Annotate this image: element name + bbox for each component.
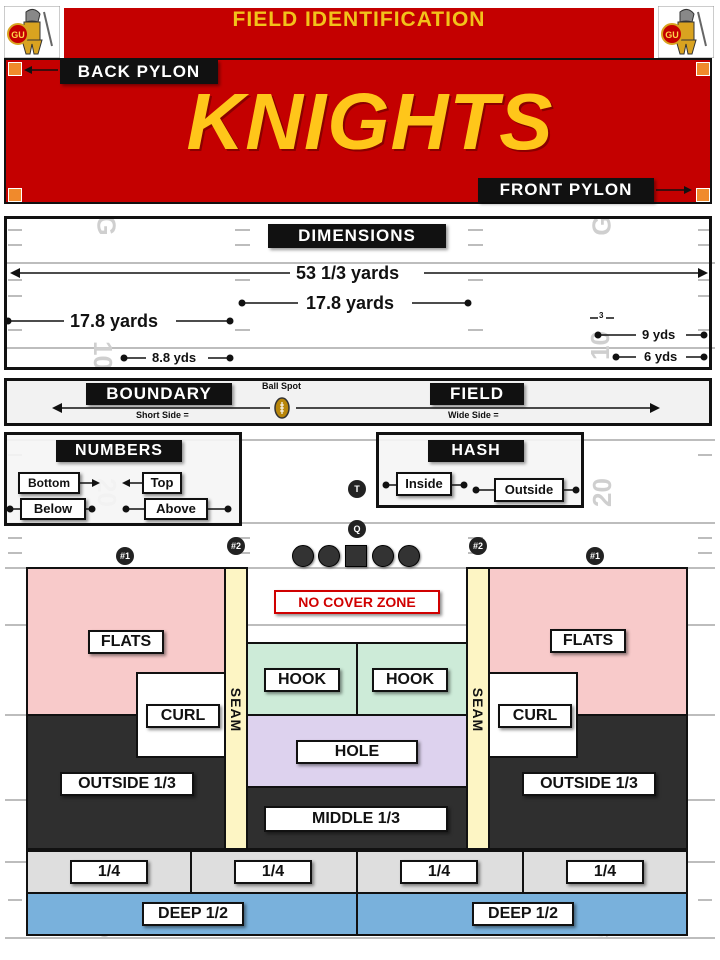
receiver-2-left: #2 — [227, 537, 245, 555]
yard-number-20-right: 20 — [586, 478, 617, 507]
pylon-front-left — [8, 188, 22, 202]
nine-yard-label: 9 yds — [642, 327, 676, 342]
numbers-top: Top — [142, 472, 182, 494]
six-yard-label: 6 yds — [644, 349, 678, 364]
dimension-lines — [4, 268, 708, 362]
boundary-label: BOUNDARY — [86, 383, 232, 405]
deep-half-left-zone — [26, 892, 358, 936]
pylon-arrows — [24, 66, 692, 194]
dimensions-title: DIMENSIONS — [268, 224, 446, 248]
hash-outside: Outside — [494, 478, 564, 502]
player-q: Q — [348, 520, 366, 538]
svg-text:GU: GU — [11, 30, 25, 40]
pylon-back-left — [8, 62, 22, 76]
curl-left-label: CURL — [146, 704, 220, 728]
quarter-label-4: 1/4 — [566, 860, 644, 884]
wide-side-label: Wide Side = — [448, 410, 499, 420]
quarter-zone-3 — [356, 850, 524, 894]
back-pylon-label: BACK PYLON — [60, 60, 218, 84]
hash-title: HASH — [428, 440, 524, 462]
knight-logo-right: GU — [658, 6, 714, 58]
hash-to-hash-label: 17.8 yards — [306, 293, 395, 313]
curl-right-label: CURL — [498, 704, 572, 728]
full-width-label: 53 1/3 yards — [296, 263, 400, 283]
dimensions-panel — [4, 216, 712, 370]
receiver-1-left: #1 — [116, 547, 134, 565]
svg-text:GU: GU — [665, 30, 679, 40]
sideline-to-hash-label: 17.8 yards — [70, 311, 159, 331]
pylon-back-right — [696, 62, 710, 76]
hook-left-label: HOOK — [264, 668, 340, 692]
middle-third-label: MIDDLE 1/3 — [264, 806, 448, 832]
ball-row-arrows — [52, 403, 660, 413]
lineman-1 — [292, 545, 314, 567]
quarter-label-1: 1/4 — [70, 860, 148, 884]
three-yard-label: 3 — [599, 311, 604, 320]
front-pylon-label: FRONT PYLON — [478, 178, 654, 202]
hash-connectors — [382, 481, 580, 494]
receiver-1-right: #1 — [586, 547, 604, 565]
ball-spot-label: Ball Spot — [262, 381, 302, 391]
numbers-bottom: Bottom — [18, 472, 80, 494]
pylon-front-right — [696, 188, 710, 202]
no-cover-zone-label: NO COVER ZONE — [274, 590, 440, 614]
outside-third-left-label: OUTSIDE 1/3 — [60, 772, 194, 796]
quarter-label-2: 1/4 — [234, 860, 312, 884]
numbers-distance-label: 8.8 yds — [152, 350, 197, 365]
hole-label: HOLE — [296, 740, 418, 764]
knight-logo-left: GU — [4, 6, 60, 58]
numbers-arrows — [6, 479, 232, 513]
lineman-4 — [398, 545, 420, 567]
quarter-label-3: 1/4 — [400, 860, 478, 884]
numbers-title: NUMBERS — [56, 440, 182, 462]
seam-right-label: SEAM — [470, 687, 486, 733]
page-title: FIELD IDENTIFICATION — [232, 8, 486, 31]
deep-half-left-label: DEEP 1/2 — [142, 902, 244, 926]
lineman-2 — [318, 545, 340, 567]
receiver-2-right: #2 — [469, 537, 487, 555]
field-label: FIELD — [430, 383, 524, 405]
football-icon — [274, 397, 290, 419]
center — [345, 545, 367, 567]
outside-third-right-label: OUTSIDE 1/3 — [522, 772, 656, 796]
short-side-label: Short Side = — [136, 410, 189, 420]
hash-inside: Inside — [396, 472, 452, 496]
flats-left-label: FLATS — [88, 630, 164, 654]
title-bar — [64, 8, 654, 58]
flats-right-label: FLATS — [550, 629, 626, 653]
endzone-text: KNIGHTS — [186, 77, 554, 166]
numbers-below: Below — [20, 498, 86, 520]
player-t: T — [348, 480, 366, 498]
lineman-3 — [372, 545, 394, 567]
hook-right-label: HOOK — [372, 668, 448, 692]
numbers-above: Above — [144, 498, 208, 520]
seam-left-label: SEAM — [228, 687, 244, 733]
deep-half-right-label: DEEP 1/2 — [472, 902, 574, 926]
